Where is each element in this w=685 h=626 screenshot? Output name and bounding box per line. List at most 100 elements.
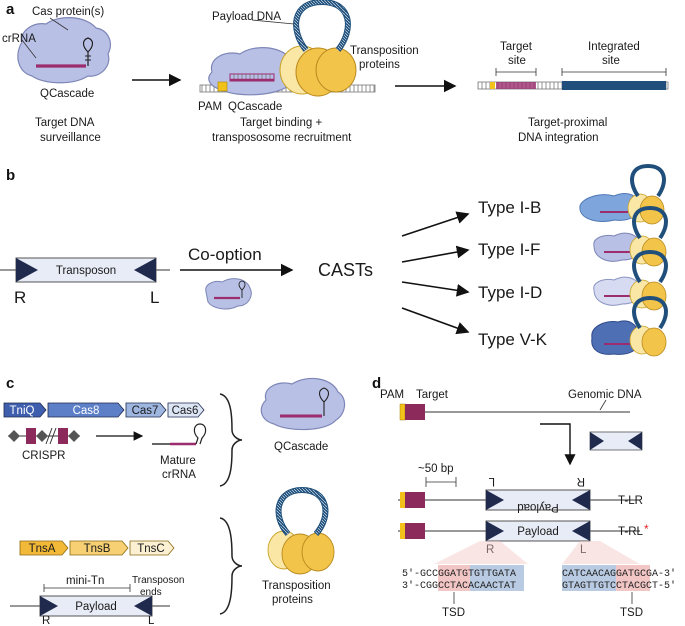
tsd-right-label: TSD bbox=[620, 607, 643, 619]
crispr-label: CRISPR bbox=[22, 450, 65, 462]
d-pam-box bbox=[399, 403, 406, 421]
integrated-site-line1: Integrated bbox=[588, 41, 640, 53]
qcascade-label: QCascade bbox=[40, 88, 94, 100]
panel-b: b Transposon R L Co-option CASTs Type I-… bbox=[0, 163, 668, 357]
tsd-left-label: TSD bbox=[442, 607, 465, 619]
seq-right-top: CATCAACAGGATGCGA-3′ bbox=[562, 568, 676, 580]
type-vk-label: Type V-K bbox=[478, 330, 548, 349]
transposition-proteins-c-line1: Transposition bbox=[262, 580, 331, 592]
tlr-label: T-LR bbox=[618, 495, 643, 507]
gene-tniq: TniQ bbox=[10, 405, 35, 417]
panel-c-label: c bbox=[6, 375, 14, 392]
c-l-label: L bbox=[148, 615, 155, 626]
panel-c: c TniQ Cas8 Cas7 Cas6 CRISPR bbox=[3, 375, 346, 626]
arrow-type-id bbox=[401, 281, 470, 297]
tlr-r-label: R bbox=[577, 475, 585, 487]
d-target-box bbox=[405, 404, 425, 420]
transposition-proteins-c-icon bbox=[267, 486, 335, 575]
mini-tn-label: mini-Tn bbox=[66, 575, 104, 587]
panel-b-label: b bbox=[6, 167, 15, 184]
gene-tnsb: TnsB bbox=[84, 543, 111, 555]
panel-d-label: d bbox=[372, 375, 381, 392]
insertion-arrow bbox=[540, 423, 576, 466]
qcascade-panel-c-label: QCascade bbox=[274, 441, 328, 453]
cooption-label: Co-option bbox=[188, 245, 262, 264]
gene-tnsc: TnsC bbox=[137, 543, 164, 555]
trl-star: * bbox=[644, 522, 649, 536]
donor-l-icon bbox=[628, 432, 642, 450]
transposition-proteins-c-line2: proteins bbox=[272, 594, 313, 606]
transposon-box bbox=[15, 257, 157, 283]
d-target-label: Target bbox=[416, 389, 449, 401]
seq-left-top: 5′-GCCGGATGTGTTGATA bbox=[402, 568, 516, 580]
target-site-line1: Target bbox=[500, 41, 533, 53]
payload-dna-label: Payload DNA bbox=[212, 11, 281, 23]
tns-operon: TnsA TnsB TnsC bbox=[19, 540, 175, 556]
donor-r-icon bbox=[590, 432, 604, 450]
c-r-end-icon bbox=[40, 596, 58, 616]
trl-label: T-RL bbox=[618, 526, 644, 538]
gene-cas8: Cas8 bbox=[73, 405, 100, 417]
arrow-type-if bbox=[401, 245, 470, 263]
type-if-label: Type I-F bbox=[478, 240, 540, 259]
crrna-label: crRNA bbox=[2, 33, 36, 45]
type-ib-label: Type I-B bbox=[478, 198, 541, 217]
transposition-proteins-line1: Transposition bbox=[350, 45, 419, 57]
qcascade-small-icon bbox=[205, 278, 252, 310]
cast-type-vk-icon bbox=[591, 295, 668, 357]
payload-tlr-label: Payload bbox=[517, 501, 559, 513]
panel-a-label: a bbox=[6, 1, 15, 18]
qcascade-complex-1 bbox=[17, 17, 111, 84]
step1-line2: surveillance bbox=[40, 132, 101, 144]
step2-line1: Target binding + bbox=[240, 117, 322, 129]
step3-line2: DNA integration bbox=[518, 132, 599, 144]
integrated-dna bbox=[477, 68, 669, 90]
mature-crrna-icon bbox=[152, 423, 207, 446]
cas-protein-label: Cas protein(s) bbox=[32, 6, 104, 18]
payload-c-label: Payload bbox=[75, 601, 117, 613]
crrna-hairpin-icon bbox=[82, 37, 94, 66]
trl-r-label: R bbox=[486, 544, 494, 556]
gene-tnsa: TnsA bbox=[29, 543, 56, 555]
left-end-triangle-icon bbox=[134, 258, 156, 282]
brace-transposition bbox=[219, 517, 243, 615]
cast-type-id-icon bbox=[593, 249, 668, 311]
right-end-triangle-icon bbox=[16, 258, 38, 282]
transposition-proteins-line2: proteins bbox=[359, 59, 400, 71]
transposon-ends-line2: ends bbox=[140, 587, 162, 598]
brace-cascade bbox=[219, 393, 243, 487]
qcascade-panel-c-icon bbox=[260, 377, 346, 431]
r-end-label: R bbox=[14, 288, 26, 307]
panel-d: d PAM Target Genomic DNA ~50 bp Payload … bbox=[372, 375, 676, 619]
target-site-line2: site bbox=[508, 55, 526, 67]
gene-cas7: Cas7 bbox=[132, 405, 159, 417]
payload-trl-label: Payload bbox=[517, 526, 559, 538]
tlr-l-label: L bbox=[488, 475, 495, 487]
step2-line2: transpososome recruitment bbox=[212, 132, 352, 144]
d-pam-label: PAM bbox=[380, 389, 404, 401]
crispr-array bbox=[8, 427, 80, 445]
arrow-type-vk bbox=[401, 307, 470, 335]
seq-right-bottom: GTAGTTGTCCTACGCT-5′ bbox=[562, 580, 676, 592]
integrated-site-line2: site bbox=[602, 55, 620, 67]
transposon-ends-line1: Transposon bbox=[132, 575, 184, 586]
arrow-type-ib bbox=[401, 211, 470, 237]
seq-left-bottom: 3′-CGGCCTACACAACTAT bbox=[402, 580, 516, 592]
step3-line1: Target-proximal bbox=[528, 117, 607, 129]
cas-operon: TniQ Cas8 Cas7 Cas6 bbox=[3, 402, 205, 418]
target-binding-complex bbox=[199, 0, 376, 97]
pam-label: PAM bbox=[198, 101, 222, 113]
panel-a: a Cas protein(s) crRNA QCascade Target D… bbox=[2, 0, 669, 144]
trl-l-label: L bbox=[580, 544, 587, 556]
c-l-end-icon bbox=[134, 596, 152, 616]
transposon-label: Transposon bbox=[56, 265, 116, 277]
mature-crrna-line1: Mature bbox=[160, 455, 196, 467]
gene-cas6: Cas6 bbox=[172, 405, 199, 417]
type-id-label: Type I-D bbox=[478, 283, 542, 302]
l-end-label: L bbox=[150, 288, 159, 307]
cast-type-ib-icon bbox=[579, 163, 666, 225]
casts-label: CASTs bbox=[318, 260, 373, 280]
c-r-label: R bbox=[42, 615, 50, 626]
mature-crrna-line2: crRNA bbox=[162, 469, 196, 481]
